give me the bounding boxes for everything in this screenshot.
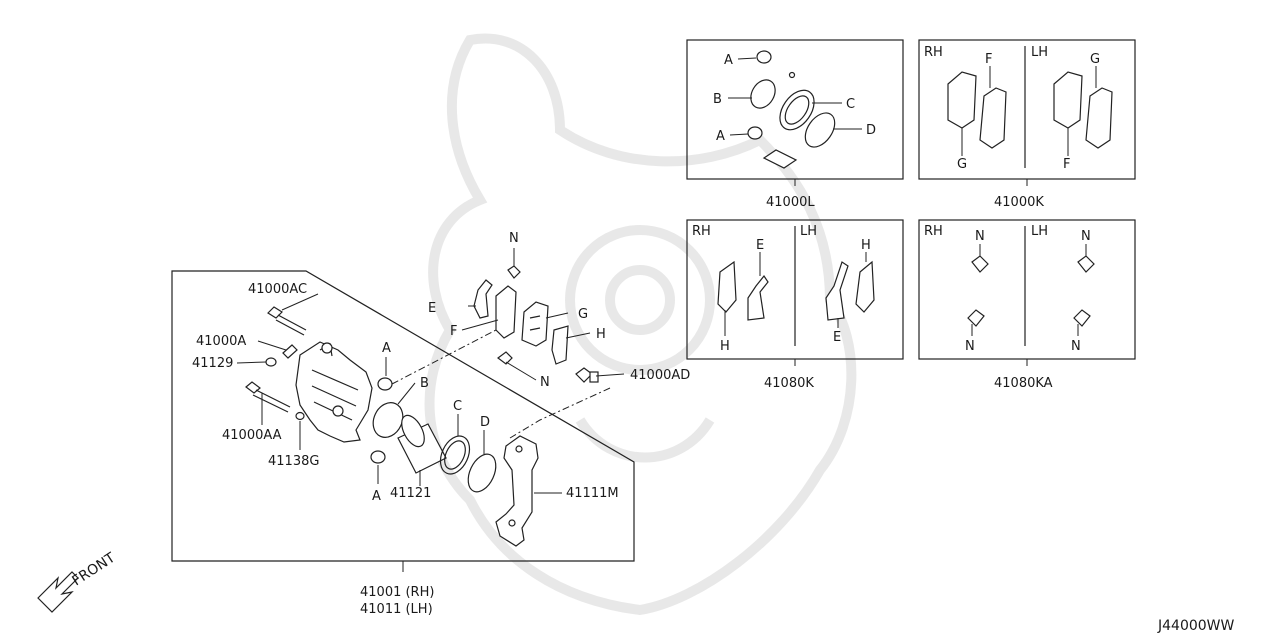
support-bolt — [575, 367, 599, 383]
caliper-housing — [295, 341, 373, 443]
label-41000l-d: D — [866, 123, 876, 138]
kit-label-41080ka: 41080KA — [994, 376, 1053, 391]
diagram-code: J44000WW — [1157, 618, 1235, 634]
label-41121: 41121 — [390, 486, 431, 501]
label-41000k-g1: G — [957, 157, 967, 172]
label-41080k-h1: H — [720, 339, 730, 354]
watermark-emblem — [424, 33, 857, 616]
kit-label-41080k: 41080K — [764, 376, 814, 391]
clip-n-lower — [497, 351, 513, 365]
label-41000aa: 41000AA — [222, 428, 282, 443]
label-41111m: 41111M — [566, 486, 619, 501]
label-a-upper: A — [382, 341, 391, 356]
kit-label-41000k: 41000K — [994, 195, 1044, 210]
ring-d — [467, 453, 497, 493]
guide-line-pad — [391, 329, 497, 385]
piston-boot-a-upper — [377, 377, 393, 391]
label-b-main: B — [420, 376, 429, 391]
shim-h — [551, 325, 569, 365]
leader-lines-main — [236, 248, 625, 494]
kit-41080ka-parts — [967, 244, 1095, 366]
label-n-upper: N — [509, 231, 519, 246]
label-h-main: H — [596, 327, 606, 342]
kit-41000k-parts — [947, 66, 1113, 186]
label-41080k-e1: E — [756, 238, 764, 253]
label-n-lower: N — [540, 375, 550, 390]
label-41080ka-lh: LH — [1031, 224, 1048, 239]
label-41080k-lh: LH — [800, 224, 817, 239]
label-41000a: 41000A — [196, 334, 246, 349]
label-d-main: D — [480, 415, 490, 430]
bleeder-cap — [265, 357, 277, 367]
kit-41080k-parts — [717, 252, 875, 366]
small-cap-41138g — [295, 411, 305, 421]
kit-label-41000l: 41000L — [766, 195, 815, 210]
piston — [397, 414, 447, 474]
guide-pin-bolt-lower — [245, 381, 291, 413]
label-41000ad: 41000AD — [630, 368, 690, 383]
label-41000k-lh: LH — [1031, 45, 1048, 60]
shim-e — [473, 279, 493, 319]
label-g-main: G — [578, 307, 588, 322]
label-41080k-rh: RH — [692, 224, 711, 239]
ring-b — [372, 402, 404, 438]
front-label: FRONT — [69, 550, 118, 590]
caliper-support-bracket — [495, 435, 539, 547]
label-41138g: 41138G — [268, 454, 319, 469]
label-e-main: E — [428, 301, 436, 316]
pad-g — [521, 301, 549, 347]
clip-n-upper — [507, 265, 521, 279]
piston-boot-a-lower — [370, 450, 386, 464]
label-a-lower: A — [372, 489, 381, 504]
label-41000l-c: C — [846, 97, 855, 112]
label-41080k-e2: E — [833, 330, 841, 345]
guide-pin-bolt-upper — [267, 306, 307, 336]
bleeder-screw — [282, 344, 298, 359]
kit-41000l-parts — [728, 50, 862, 186]
assembly-rh-label: 41001 (RH) — [360, 585, 434, 600]
guide-line-bracket — [509, 387, 611, 439]
label-41000l-a1: A — [724, 53, 733, 68]
assembly-lh-label: 41011 (LH) — [360, 602, 433, 617]
label-41129: 41129 — [192, 356, 233, 371]
label-41000l-a2: A — [716, 129, 725, 144]
label-41000k-g2: G — [1090, 52, 1100, 67]
label-c-main: C — [453, 399, 462, 414]
label-f-main: F — [450, 324, 457, 339]
label-41080ka-n1: N — [975, 229, 985, 244]
kit-box-41080ka — [918, 219, 1136, 360]
label-41080k-h2: H — [861, 238, 871, 253]
pad-f — [495, 285, 517, 339]
label-41080ka-n4: N — [1071, 339, 1081, 354]
label-41080ka-n3: N — [1081, 229, 1091, 244]
label-41080ka-n2: N — [965, 339, 975, 354]
front-arrow-icon — [37, 571, 79, 613]
seal-c — [439, 435, 471, 475]
label-41080ka-rh: RH — [924, 224, 943, 239]
label-41000k-f1: F — [985, 52, 992, 67]
label-41000l-b: B — [713, 92, 722, 107]
label-41000ac: 41000AC — [248, 282, 307, 297]
label-41000k-rh: RH — [924, 45, 943, 60]
label-41000k-f2: F — [1063, 157, 1070, 172]
caliper-assembly-frame — [171, 270, 635, 572]
